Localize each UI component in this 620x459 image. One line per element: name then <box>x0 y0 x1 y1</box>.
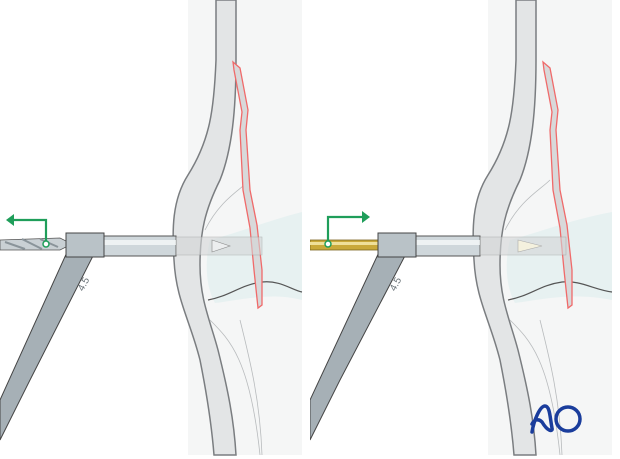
sleeve-highlight <box>96 240 176 245</box>
drilling-illustration: 4.5 <box>0 0 303 456</box>
sleeve-collar <box>65 232 105 258</box>
bone-cortex <box>172 0 237 456</box>
pin-highlight <box>310 242 380 245</box>
ao-logo: AO <box>528 400 584 436</box>
joint-space <box>506 212 612 303</box>
joint-line <box>507 281 613 301</box>
pin-tip <box>517 239 543 253</box>
sleeve-highlight <box>410 240 480 245</box>
bone-cortex <box>472 0 537 456</box>
ao-logo-icon <box>530 404 582 434</box>
left-panel-drilling: 4.5 <box>0 0 303 456</box>
direction-arrow-left-icon <box>6 214 50 248</box>
drill-sleeve <box>409 235 481 257</box>
right-panel-insertion: 4.5 <box>310 0 620 459</box>
insertion-illustration: 4.5 <box>310 0 613 456</box>
drill-bit <box>0 237 73 251</box>
drill-tip <box>211 239 231 253</box>
direction-arrow-right-icon <box>324 211 370 248</box>
sleeve-collar <box>377 232 417 258</box>
drill-sleeve <box>95 235 177 257</box>
